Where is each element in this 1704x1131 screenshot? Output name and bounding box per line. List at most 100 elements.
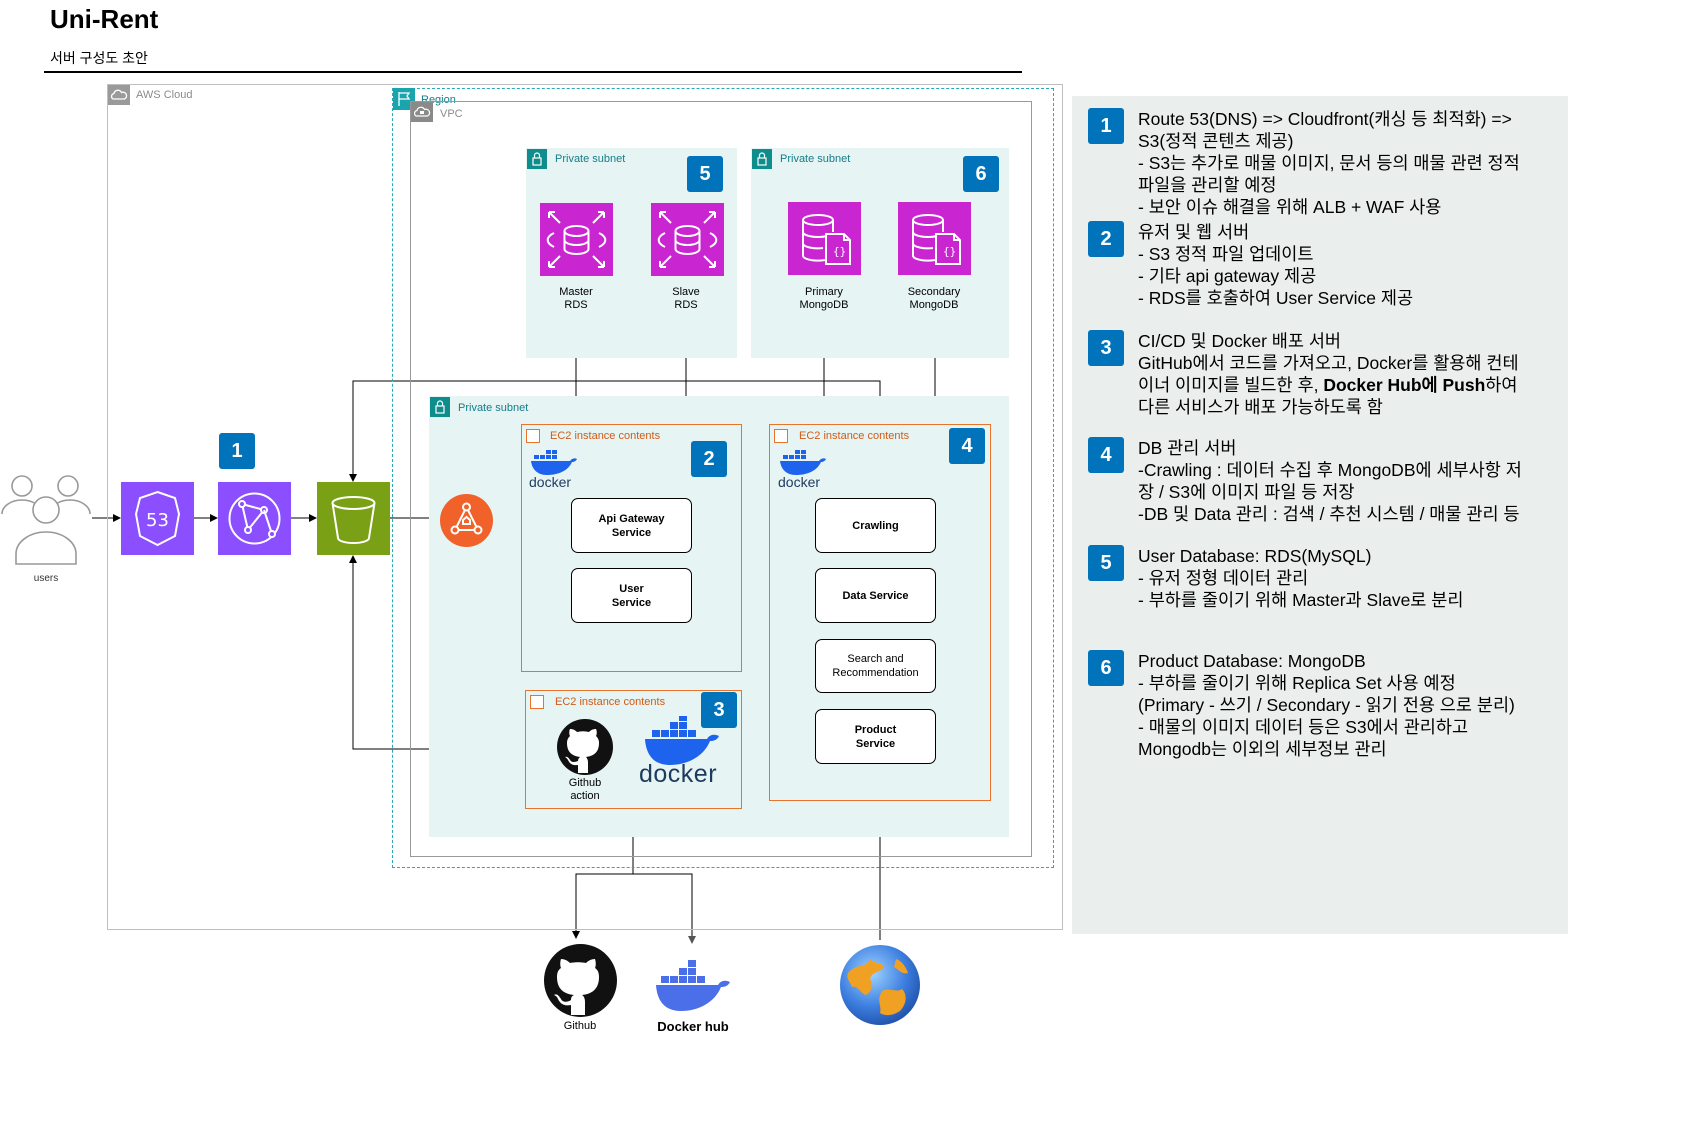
lock-icon (527, 149, 547, 169)
rds-master-line1: Master (559, 286, 593, 298)
note-4-line: DB 관리 서버 (1138, 438, 1237, 458)
docker-whale-icon (531, 450, 577, 475)
github-action-line1: Github (568, 777, 602, 789)
note-1-badge: 1 (1088, 108, 1124, 144)
users-icon (1, 475, 91, 565)
rds-slave-icon (651, 203, 724, 276)
note-3-badge: 3 (1088, 330, 1124, 366)
rds-master-icon (540, 203, 613, 276)
page-title: Uni-Rent (50, 4, 159, 34)
note-6-badge: 6 (1088, 650, 1124, 686)
internet-globe-icon (840, 945, 920, 1025)
ec2-db-server (769, 424, 991, 801)
note-3-line-start: 이너 이미지를 빌드한 후, (1138, 375, 1324, 395)
note-2-line: - S3 정적 파일 업데이트 (1138, 244, 1314, 264)
badge-2: 2 (691, 441, 727, 477)
note-2-line: - 기타 api gateway 제공 (1138, 266, 1317, 286)
svg-text:{}: {} (833, 245, 846, 258)
load-balancer-icon (440, 494, 493, 547)
note-5-line: - 부하를 줄이기 위해 Master과 Slave로 분리 (1138, 590, 1464, 610)
badge-1: 1 (219, 433, 255, 469)
note-4-badge: 4 (1088, 437, 1124, 473)
rds-slave-label: Slave RDS (656, 286, 716, 312)
note-3-text: CI/CD 및 Docker 배포 서버 GitHub에서 코드를 가져오고, … (1138, 330, 1519, 418)
vpc-cloud-lock-icon (411, 102, 433, 122)
note-2-line: - RDS를 호출하여 User Service 제공 (1138, 288, 1414, 308)
note-1-line: Route 53(DNS) => Cloudfront(캐싱 등 최적화) => (1138, 109, 1512, 129)
cicd-to-dockerhub (633, 873, 696, 944)
api-gateway-line2: Service (611, 526, 652, 539)
region-group (392, 88, 1054, 868)
badge-3: 3 (701, 692, 737, 728)
mongodb-secondary-label: Secondary MongoDB (896, 286, 972, 312)
vpc-group (410, 101, 1032, 857)
note-5-badge: 5 (1088, 545, 1124, 581)
note-2-line: 유저 및 웹 서버 (1138, 222, 1250, 242)
note-4-line: -DB 및 Data 관리 : 검색 / 추천 시스템 / 매물 관리 등 (1138, 504, 1520, 524)
user-service-line1: User (619, 582, 644, 595)
note-1-line: 파일을 관리할 예정 (1138, 175, 1277, 195)
docker-wordmark-large: docker (639, 760, 718, 788)
note-4-line: 장 / S3에 이미지 파일 등 저장 (1138, 482, 1355, 502)
github-action-label: Github action (555, 777, 615, 803)
cloudfront-icon (218, 482, 291, 555)
cicd-to-github (572, 810, 634, 939)
notes-panel (1072, 96, 1568, 934)
aws-cloud-label: AWS Cloud (136, 89, 193, 101)
note-2-text: 유저 및 웹 서버 - S3 정적 파일 업데이트 - 기타 api gatew… (1138, 221, 1413, 309)
docker-wordmark: docker (778, 474, 821, 490)
rds-master-label: Master RDS (546, 286, 606, 312)
page-subtitle: 서버 구성도 초안 (50, 50, 148, 66)
private-subnet-app-label: Private subnet (458, 402, 529, 414)
note-5-line: - 유저 정형 데이터 관리 (1138, 568, 1309, 588)
badge-5: 5 (687, 156, 723, 192)
route53-icon: 53 (121, 482, 194, 555)
private-subnet-mongo-label: Private subnet (780, 153, 851, 165)
ec2-web-server (521, 424, 742, 672)
rds-master-line2: RDS (564, 299, 588, 311)
product-line1: Product (854, 723, 897, 736)
mongodb-secondary-line2: MongoDB (909, 299, 959, 311)
vpc-label: VPC (440, 108, 463, 120)
github-action-line2: action (570, 790, 600, 802)
rds-slave-line2: RDS (674, 299, 698, 311)
note-3-line: 다른 서비스가 배포 가능하도록 함 (1138, 397, 1383, 417)
flag-icon (393, 88, 415, 110)
cloud-icon (108, 85, 130, 105)
svg-text:{}: {} (943, 245, 956, 258)
ec2-db-label: EC2 instance contents (799, 430, 910, 442)
rds-slave-line1: Slave (672, 286, 700, 298)
crawling-service: Crawling (815, 498, 936, 553)
note-1-line: - S3는 추가로 매물 이미지, 문서 등의 매물 관련 정적 (1138, 153, 1520, 173)
note-6-line: - 부하를 줄이기 위해 Replica Set 사용 예정 (1138, 673, 1456, 693)
mongodb-primary-label: Primary MongoDB (790, 286, 858, 312)
note-6-line: (Primary - 쓰기 / Secondary - 읽기 전용 으로 분리) (1138, 695, 1515, 715)
ec2-cicd-server (525, 690, 742, 809)
github-label: Github (563, 1020, 597, 1032)
ec2-chip-icon (774, 429, 788, 443)
lock-icon (752, 149, 772, 169)
aws-cloud-group (107, 84, 1063, 930)
search-line1: Search and (847, 653, 904, 665)
note-2-badge: 2 (1088, 221, 1124, 257)
search-line2: Recommendation (832, 667, 919, 679)
api-gateway-line1: Api Gateway (598, 512, 665, 525)
svg-text:53: 53 (146, 510, 169, 531)
lock-icon (430, 397, 450, 417)
docker-hub-icon (656, 960, 730, 1011)
github-icon (557, 719, 613, 775)
github-icon (544, 944, 617, 1017)
note-1-text: Route 53(DNS) => Cloudfront(캐싱 등 최적화) =>… (1138, 108, 1520, 218)
s3-bucket-icon (317, 482, 390, 555)
note-3-line: 이너 이미지를 빌드한 후, Docker Hub에 Push하여 (1138, 374, 1519, 396)
badge-6: 6 (963, 156, 999, 192)
title-divider (44, 71, 1022, 73)
docker-whale-icon (780, 450, 826, 475)
ec2-cicd-label: EC2 instance contents (555, 696, 666, 708)
note-1-line: - 보안 이슈 해결을 위해 ALB + WAF 사용 (1138, 197, 1442, 217)
docker-hub-label: Docker hub (657, 1019, 729, 1034)
badge-4: 4 (949, 428, 985, 464)
mongodb-primary-line1: Primary (805, 286, 843, 298)
